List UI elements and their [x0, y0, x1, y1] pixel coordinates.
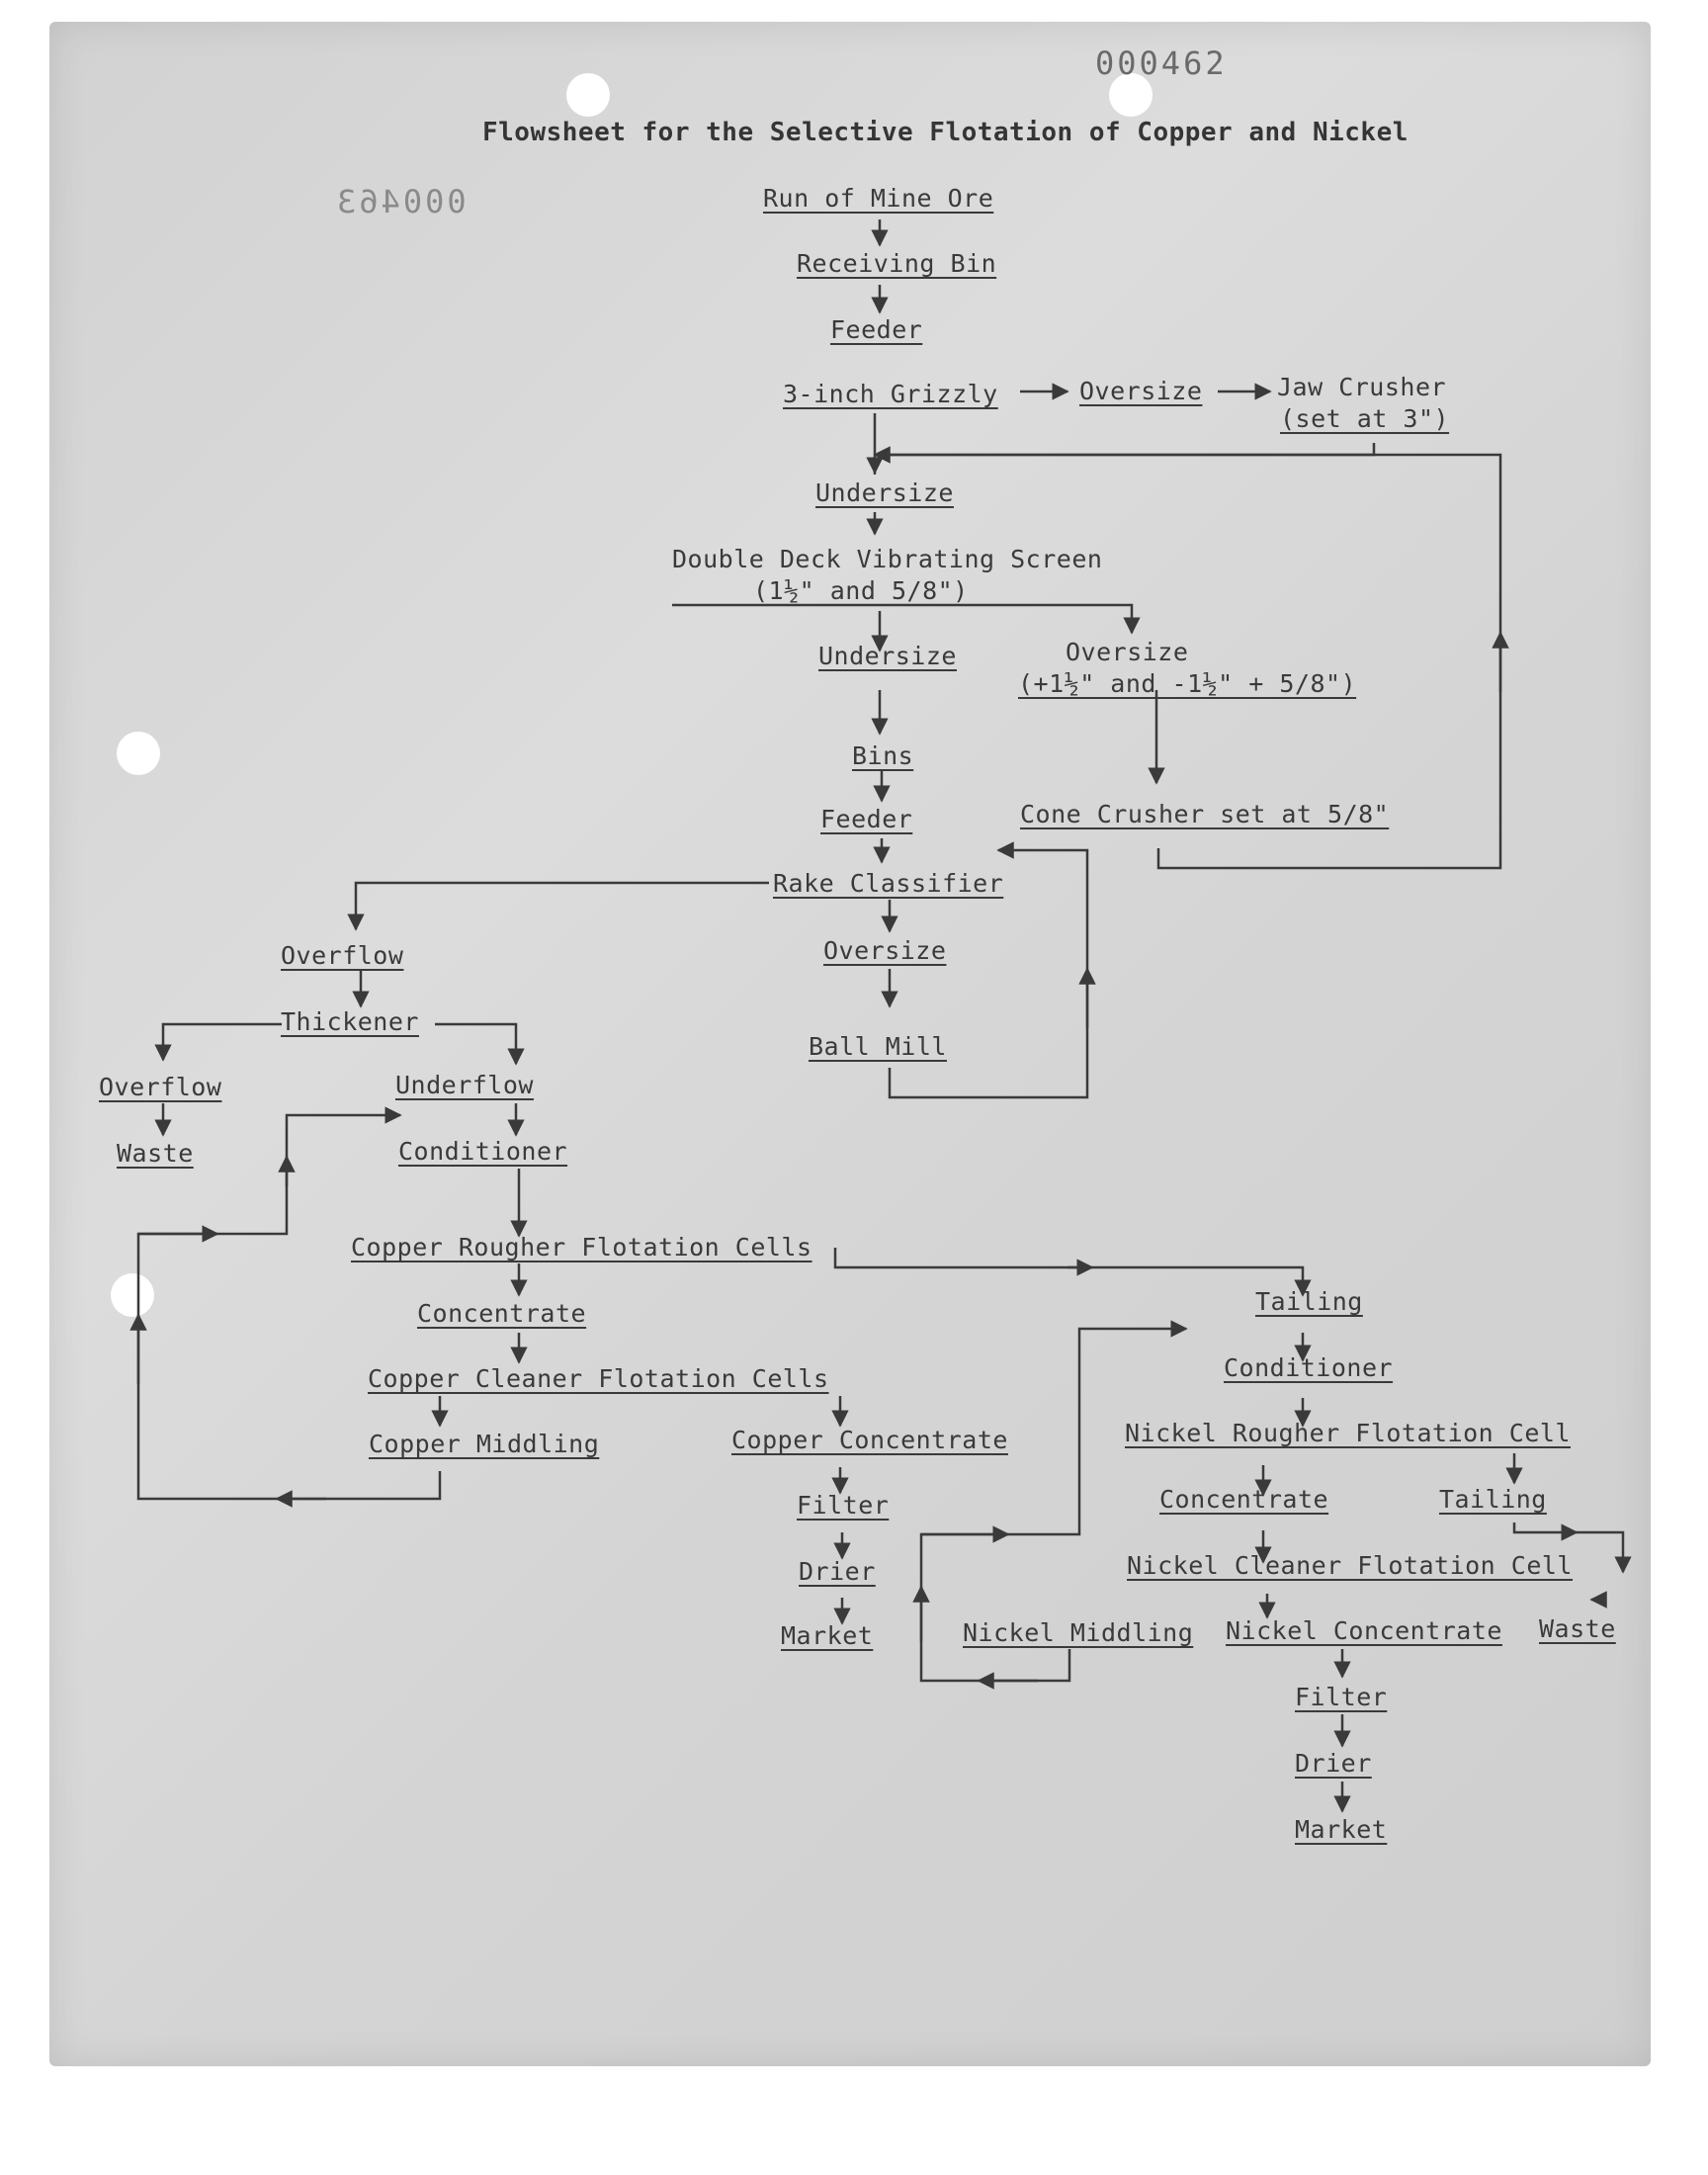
node-oversize-sizes: (+1½" and -1½" + 5/8") [1018, 669, 1357, 698]
node-filter: Filter [797, 1491, 890, 1520]
node-filter: Filter [1295, 1683, 1388, 1711]
node-oversize: Oversize [1066, 638, 1189, 666]
node-cone-crusher: Cone Crusher set at 5/8" [1020, 800, 1390, 828]
node-oversize: Oversize [1079, 377, 1203, 405]
node-concentrate: Concentrate [417, 1299, 587, 1328]
node-copper-middling: Copper Middling [369, 1430, 600, 1458]
node-market: Market [1295, 1815, 1388, 1844]
node-overflow: Overflow [281, 941, 404, 970]
flowsheet-title: Flowsheet for the Selective Flotation of… [482, 118, 1409, 147]
node-conditioner: Conditioner [1224, 1353, 1394, 1382]
punch-hole [111, 1273, 154, 1317]
node-run-of-mine-ore: Run of Mine Ore [763, 184, 994, 213]
node-market: Market [781, 1621, 874, 1650]
punch-hole [566, 73, 610, 117]
node-copper-cleaner: Copper Cleaner Flotation Cells [368, 1364, 829, 1393]
node-copper-rougher: Copper Rougher Flotation Cells [351, 1233, 812, 1262]
node-drier: Drier [1295, 1749, 1372, 1778]
node-feeder: Feeder [830, 315, 923, 344]
node-rake-classifier: Rake Classifier [773, 869, 1004, 898]
node-nickel-cleaner: Nickel Cleaner Flotation Cell [1127, 1551, 1573, 1580]
node-concentrate: Concentrate [1159, 1485, 1329, 1514]
node-tailing: Tailing [1255, 1287, 1363, 1316]
node-undersize: Undersize [815, 478, 954, 507]
node-jaw-crusher-setting: (set at 3") [1280, 404, 1450, 433]
node-grizzly: 3-inch Grizzly [783, 380, 998, 408]
node-vibrating-screen: Double Deck Vibrating Screen [672, 545, 1103, 573]
node-waste: Waste [117, 1139, 194, 1168]
node-waste: Waste [1539, 1614, 1616, 1643]
node-receiving-bin: Receiving Bin [797, 249, 997, 278]
node-nickel-concentrate: Nickel Concentrate [1226, 1616, 1502, 1645]
node-ball-mill: Ball Mill [809, 1032, 947, 1061]
node-screen-sizes: (1½" and 5/8") [753, 576, 969, 605]
punch-hole [1109, 73, 1153, 117]
mirrored-number-stamp: 000463 [334, 183, 467, 220]
node-feeder: Feeder [820, 805, 913, 833]
node-copper-concentrate: Copper Concentrate [731, 1426, 1008, 1454]
node-oversize: Oversize [823, 936, 947, 965]
node-underflow: Underflow [395, 1071, 534, 1099]
punch-hole [117, 732, 160, 775]
node-conditioner: Conditioner [398, 1137, 568, 1166]
document-number-stamp: 000462 [1095, 44, 1228, 82]
node-nickel-middling: Nickel Middling [963, 1618, 1194, 1647]
node-thickener: Thickener [281, 1007, 419, 1036]
node-drier: Drier [799, 1557, 876, 1586]
node-overflow: Overflow [99, 1073, 222, 1101]
node-tailing: Tailing [1439, 1485, 1547, 1514]
node-nickel-rougher: Nickel Rougher Flotation Cell [1125, 1419, 1571, 1447]
node-jaw-crusher: Jaw Crusher [1277, 373, 1447, 401]
paper-sheet [49, 22, 1651, 2066]
node-undersize: Undersize [818, 642, 957, 670]
node-bins: Bins [852, 741, 914, 770]
